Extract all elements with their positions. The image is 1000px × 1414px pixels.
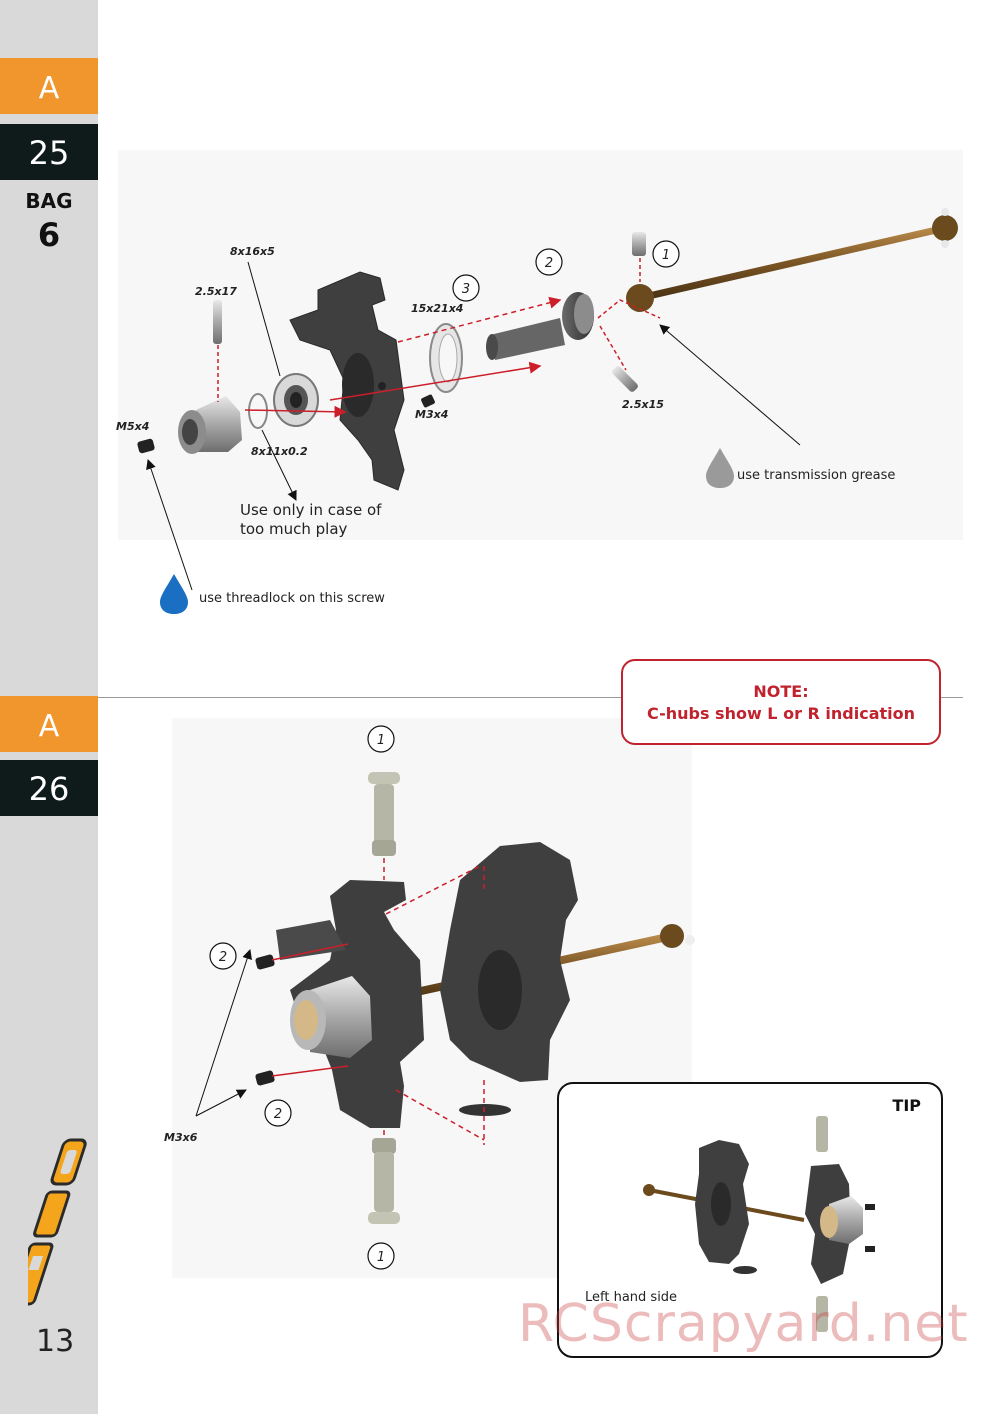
- note-title: NOTE:: [753, 682, 809, 701]
- step-26-number: 26: [0, 760, 98, 816]
- c-hub-part: [289, 271, 405, 491]
- screw-m3x6-top: [255, 954, 275, 970]
- note-box: NOTE: C-hubs show L or R indication: [621, 659, 941, 745]
- watermark: RCScrapyard.net: [518, 1294, 969, 1354]
- pin-bottom-26: [368, 1138, 400, 1224]
- callout-26-bottom-2: 2: [264, 1099, 292, 1127]
- drive-cup: [486, 292, 594, 360]
- note-grease: use transmission grease: [737, 468, 895, 483]
- drive-shaft: [626, 208, 958, 312]
- bag-label: BAG: [25, 189, 73, 213]
- pin-top-17-part: [213, 300, 222, 344]
- step-25-letter: A: [0, 58, 98, 114]
- note-text: C-hubs show L or R indication: [646, 704, 916, 723]
- callout-26-top-1: 1: [367, 725, 395, 753]
- c-hub-26: [440, 842, 578, 1082]
- pin-top-part: [632, 232, 646, 256]
- label-screw-m5: M5x4: [116, 420, 149, 433]
- callout-3: 3: [452, 274, 480, 302]
- washer-26: [459, 1104, 511, 1116]
- tip-box: TIP Left hand side: [557, 1082, 943, 1358]
- label-ring: 15x21x4: [411, 302, 463, 315]
- screw-m3-part: [421, 394, 435, 408]
- svg-text:2: 2: [545, 256, 553, 271]
- label-pin-top: 2.5x17: [195, 285, 237, 298]
- label-shim: 8x11x0.2: [251, 445, 308, 458]
- leader-lines-26: [195, 949, 252, 1117]
- tip-title: TIP: [892, 1096, 921, 1115]
- svg-text:2: 2: [274, 1107, 282, 1122]
- callout-2: 2: [535, 248, 563, 276]
- screw-m3x6-bottom: [255, 1070, 275, 1086]
- bearing-part: [273, 373, 319, 427]
- note-play-line2: too much play: [240, 520, 348, 538]
- label-screw-m3x6: M3x6: [164, 1131, 198, 1144]
- label-screw-m3: M3x4: [415, 408, 448, 421]
- pin-top-26: [368, 772, 400, 856]
- screw-m5-part: [137, 438, 155, 454]
- 011e-logo-icon: [28, 1138, 87, 1306]
- grease-drop-icon: [706, 448, 734, 488]
- tip-caption: Left hand side: [585, 1290, 678, 1305]
- svg-text:2: 2: [219, 950, 227, 965]
- leader-lines: [146, 261, 801, 591]
- page-number: 13: [36, 1324, 75, 1359]
- label-bearing: 8x16x5: [230, 245, 275, 258]
- guide-lines-26: [383, 858, 485, 1145]
- svg-text:1: 1: [377, 1250, 385, 1265]
- pin-bottom-part: [612, 366, 638, 392]
- section-divider: [98, 697, 963, 698]
- hex-hub-part: [178, 396, 242, 454]
- svg-text:1: 1: [662, 248, 670, 263]
- hub-nut-26: [290, 976, 372, 1058]
- threadlock-drop-icon: [160, 574, 188, 614]
- callout-1: 1: [652, 240, 680, 268]
- callout-26-bottom-1: 1: [367, 1242, 395, 1270]
- note-play-line1: Use only in case of: [240, 501, 382, 519]
- note-threadlock: use threadlock on this screw: [199, 591, 385, 606]
- tip-diagram: [643, 1116, 875, 1332]
- svg-text:3: 3: [462, 282, 470, 297]
- bag-number: 6: [37, 216, 61, 254]
- screw-lines-26: [271, 943, 349, 1077]
- label-pin-bottom: 2.5x15: [622, 398, 664, 411]
- assembly-guide-lines: [217, 258, 661, 418]
- sidebar: A 25 BAG 6 A 26 13: [0, 0, 98, 1414]
- step-26-letter: A: [0, 696, 98, 752]
- svg-text:1: 1: [377, 733, 385, 748]
- callout-26-top-2: 2: [209, 942, 237, 970]
- step-25-number: 25: [0, 124, 98, 180]
- ring-part: [429, 323, 463, 393]
